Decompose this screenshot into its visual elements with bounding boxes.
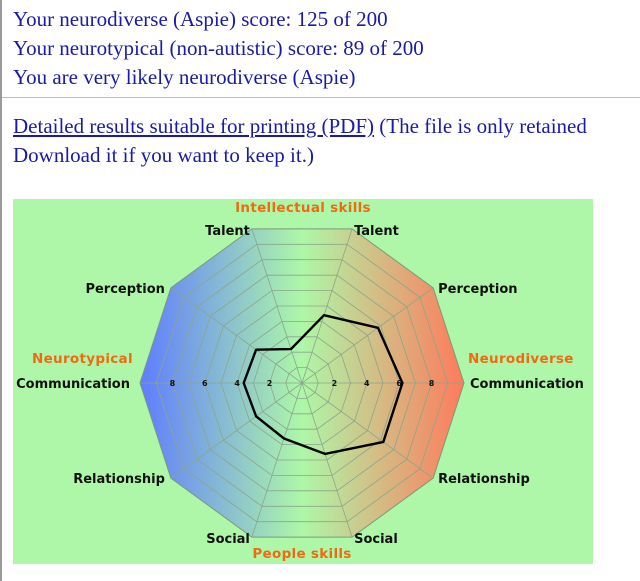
radar-tick-labels: 8 6 4 2 2 4 6 8 [170, 379, 435, 388]
axis-label-social-right: Social [354, 532, 398, 547]
result-verdict-text: You are very likely neurodiverse (Aspie) [13, 65, 356, 89]
tick-label: 6 [202, 379, 208, 388]
pdf-paragraph: Detailed results suitable for printing (… [13, 112, 587, 170]
horizontal-divider [2, 97, 640, 98]
axis-label-social-left: Social [206, 532, 250, 547]
pdf-download-note: Download it if you want to keep it.) [13, 143, 314, 167]
tick-label: 8 [170, 379, 176, 388]
tick-label: 6 [396, 379, 402, 388]
axis-label-communication-left: Communication [16, 377, 130, 392]
axis-label-relationship-right: Relationship [438, 472, 530, 487]
radar-axis-labels: TalentPerceptionCommunicationRelationshi… [16, 224, 584, 547]
category-label-neurodiverse: Neurodiverse [468, 351, 574, 367]
tick-label: 2 [332, 379, 338, 388]
category-label-neurotypical: Neurotypical [32, 351, 133, 367]
neurodiverse-score-text: Your neurodiverse (Aspie) score: 125 of … [13, 7, 388, 31]
axis-label-perception-left: Perception [85, 282, 164, 297]
radar-spoke [170, 287, 303, 384]
pdf-results-link[interactable]: Detailed results suitable for printing (… [13, 114, 375, 138]
radar-spoke [301, 228, 353, 384]
window-left-border [0, 0, 2, 581]
radar-spoke [170, 382, 303, 479]
radar-chart-svg: 8 6 4 2 2 4 6 8 TalentPerceptionCommunicationRe… [16, 200, 584, 562]
tick-label: 4 [364, 379, 370, 388]
neurotypical-score-text: Your neurotypical (non-autistic) score: … [13, 36, 424, 60]
axis-label-relationship-left: Relationship [73, 472, 165, 487]
radar-spoke [301, 287, 434, 384]
tick-label: 4 [234, 379, 240, 388]
radar-spoke [301, 382, 353, 538]
tick-label: 8 [429, 379, 435, 388]
axis-label-talent-right: Talent [354, 224, 399, 239]
radar-grid-spokes [140, 228, 464, 538]
radar-spoke [251, 228, 303, 384]
axis-label-perception-right: Perception [438, 282, 517, 297]
radar-spoke [301, 382, 434, 479]
category-label-people: People skills [252, 546, 351, 562]
radar-series-line [242, 313, 404, 456]
radar-spoke [251, 382, 303, 538]
pdf-retention-note: (The file is only retained [379, 114, 587, 138]
tick-label: 2 [267, 379, 273, 388]
axis-label-communication-right: Communication [470, 377, 584, 392]
axis-label-talent-left: Talent [205, 224, 250, 239]
category-label-intellectual: Intellectual skills [235, 200, 371, 216]
